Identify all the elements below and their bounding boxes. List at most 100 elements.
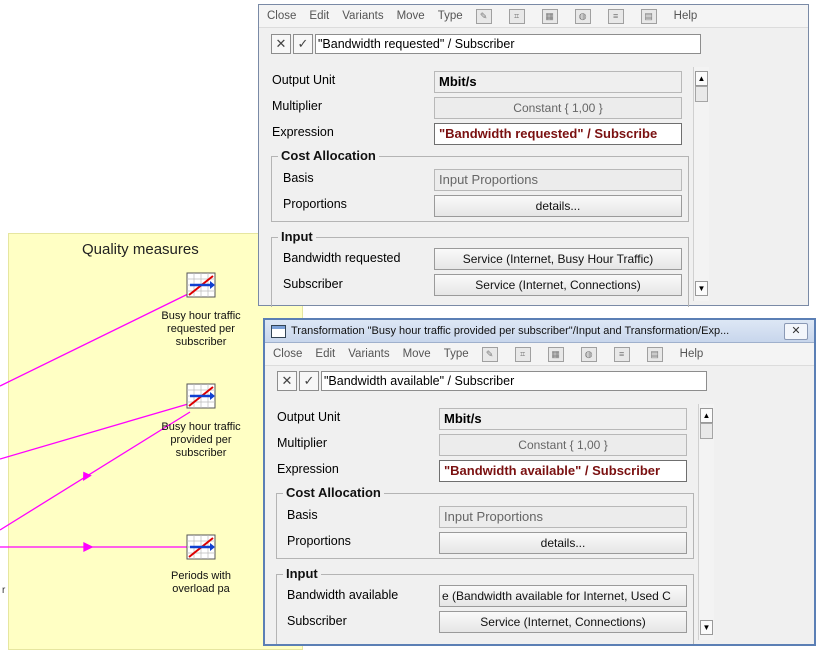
wire-4-arrow	[83, 541, 94, 553]
input-label-bandwidth-available: Bandwidth available	[287, 588, 399, 602]
input-group	[271, 237, 689, 307]
menu-type[interactable]: Type	[443, 348, 469, 360]
globe-icon[interactable]: ◍	[574, 8, 591, 24]
menu-move[interactable]: Move	[402, 348, 431, 360]
multiplier-label: Multiplier	[277, 436, 328, 450]
globe-icon[interactable]: ◍	[580, 346, 597, 362]
expression-input[interactable]: "Bandwidth available" / Subscriber	[321, 371, 707, 391]
wire-2[interactable]	[0, 403, 189, 460]
window-close-button[interactable]: ✕	[784, 323, 808, 340]
cost-allocation-group	[271, 156, 689, 222]
menu-help[interactable]: Help	[679, 348, 704, 360]
input-button-subscriber[interactable]: Service (Internet, Connections)	[434, 274, 682, 296]
transformation-node-icon[interactable]	[186, 383, 216, 409]
scroll-up-arrow[interactable]: ▲	[700, 408, 713, 423]
proportions-details-button[interactable]: details...	[434, 195, 682, 217]
cancel-button[interactable]: ✕	[277, 371, 297, 391]
node-label-periods-overload: Periods with overload pa	[171, 570, 231, 595]
menu-close[interactable]: Close	[273, 348, 303, 360]
chart-icon[interactable]: ⌗	[514, 346, 531, 362]
basis-label: Basis	[287, 508, 318, 522]
vertical-scrollbar[interactable]: ▲ ▼	[698, 404, 714, 640]
proportions-label: Proportions	[287, 534, 351, 548]
cost-allocation-title: Cost Allocation	[278, 148, 379, 163]
window-titlebar[interactable]: Transformation "Busy hour traffic provid…	[265, 320, 814, 343]
expression-field[interactable]: "Bandwidth available" / Subscriber	[439, 460, 687, 482]
scroll-thumb[interactable]	[695, 86, 708, 102]
multiplier-field[interactable]: Constant { 1,00 }	[439, 434, 687, 456]
panel-title: Quality measures	[82, 241, 199, 258]
transformation-node-icon[interactable]	[186, 534, 216, 560]
scroll-down-arrow[interactable]: ▼	[700, 620, 713, 635]
output-unit-label: Output Unit	[277, 410, 341, 424]
scroll-down-arrow[interactable]: ▼	[695, 281, 708, 296]
input-title: Input	[283, 566, 321, 581]
window-icon	[271, 324, 286, 338]
window-title: Transformation "Busy hour traffic provid…	[291, 325, 730, 337]
clipboard-icon[interactable]: ▤	[646, 346, 663, 362]
basis-field[interactable]: Input Proportions	[439, 506, 687, 528]
confirm-button[interactable]: ✓	[299, 371, 319, 391]
cost-allocation-group	[276, 493, 694, 559]
table-icon[interactable]: ▦	[541, 8, 558, 24]
output-unit-field[interactable]: Mbit/s	[434, 71, 682, 93]
proportions-details-button[interactable]: details...	[439, 532, 687, 554]
input-label-subscriber: Subscriber	[283, 277, 343, 291]
menu-bar: Close Edit Variants Move Type ✎ ⌗ ▦ ◍ ≡ …	[265, 343, 814, 366]
menu-edit[interactable]: Edit	[315, 348, 336, 360]
input-button-bandwidth-requested[interactable]: Service (Internet, Busy Hour Traffic)	[434, 248, 682, 270]
cancel-button[interactable]: ✕	[271, 34, 291, 54]
wire-3-arrow	[82, 471, 92, 482]
expression-bar: ✕ ✓ "Bandwidth available" / Subscriber	[277, 371, 707, 391]
menu-variants[interactable]: Variants	[342, 10, 384, 22]
menu-bar: Close Edit Variants Move Type ✎ ⌗ ▦ ◍ ≡ …	[259, 5, 808, 28]
transformation-window-requested: Close Edit Variants Move Type ✎ ⌗ ▦ ◍ ≡ …	[258, 4, 809, 307]
quality-measures-panel	[8, 233, 303, 650]
proportions-label: Proportions	[283, 197, 347, 211]
menu-edit[interactable]: Edit	[309, 10, 330, 22]
menu-variants[interactable]: Variants	[348, 348, 390, 360]
transformation-window-provided: Transformation "Busy hour traffic provid…	[263, 318, 816, 646]
scroll-thumb[interactable]	[700, 423, 713, 439]
transformation-node-icon[interactable]	[186, 272, 216, 298]
expression-field[interactable]: "Bandwidth requested" / Subscribe	[434, 123, 682, 145]
chart-icon[interactable]: ⌗	[508, 8, 525, 24]
input-group	[276, 574, 694, 644]
confirm-button[interactable]: ✓	[293, 34, 313, 54]
node-label-busy-hour-requested: Busy hour traffic requested per subscrib…	[161, 310, 241, 348]
expression-bar: ✕ ✓ "Bandwidth requested" / Subscriber	[271, 34, 701, 54]
menu-help[interactable]: Help	[673, 10, 698, 22]
output-unit-field[interactable]: Mbit/s	[439, 408, 687, 430]
basis-field[interactable]: Input Proportions	[434, 169, 682, 191]
list-icon[interactable]: ≡	[607, 8, 624, 24]
input-button-subscriber[interactable]: Service (Internet, Connections)	[439, 611, 687, 633]
cost-allocation-title: Cost Allocation	[283, 485, 384, 500]
multiplier-field[interactable]: Constant { 1,00 }	[434, 97, 682, 119]
edit-icon[interactable]: ✎	[481, 346, 498, 362]
list-icon[interactable]: ≡	[613, 346, 630, 362]
input-label-subscriber: Subscriber	[287, 614, 347, 628]
input-button-bandwidth-available[interactable]: e (Bandwidth available for Internet, Use…	[439, 585, 687, 607]
scroll-up-arrow[interactable]: ▲	[695, 71, 708, 86]
expression-label: Expression	[272, 125, 334, 139]
input-label-bandwidth-requested: Bandwidth requested	[283, 251, 401, 265]
menu-move[interactable]: Move	[396, 10, 425, 22]
menu-close[interactable]: Close	[267, 10, 297, 22]
clipboard-icon[interactable]: ▤	[640, 8, 657, 24]
input-title: Input	[278, 229, 316, 244]
edit-icon[interactable]: ✎	[475, 8, 492, 24]
stub-label: r	[2, 585, 6, 596]
multiplier-label: Multiplier	[272, 99, 323, 113]
node-label-busy-hour-provided: Busy hour traffic provided per subscribe…	[161, 421, 241, 459]
table-icon[interactable]: ▦	[547, 346, 564, 362]
expression-label: Expression	[277, 462, 339, 476]
vertical-scrollbar[interactable]: ▲ ▼	[693, 67, 709, 301]
basis-label: Basis	[283, 171, 314, 185]
menu-type[interactable]: Type	[437, 10, 463, 22]
wire-3[interactable]	[0, 411, 191, 531]
expression-input[interactable]: "Bandwidth requested" / Subscriber	[315, 34, 701, 54]
output-unit-label: Output Unit	[272, 73, 336, 87]
wire-1[interactable]	[0, 293, 189, 387]
